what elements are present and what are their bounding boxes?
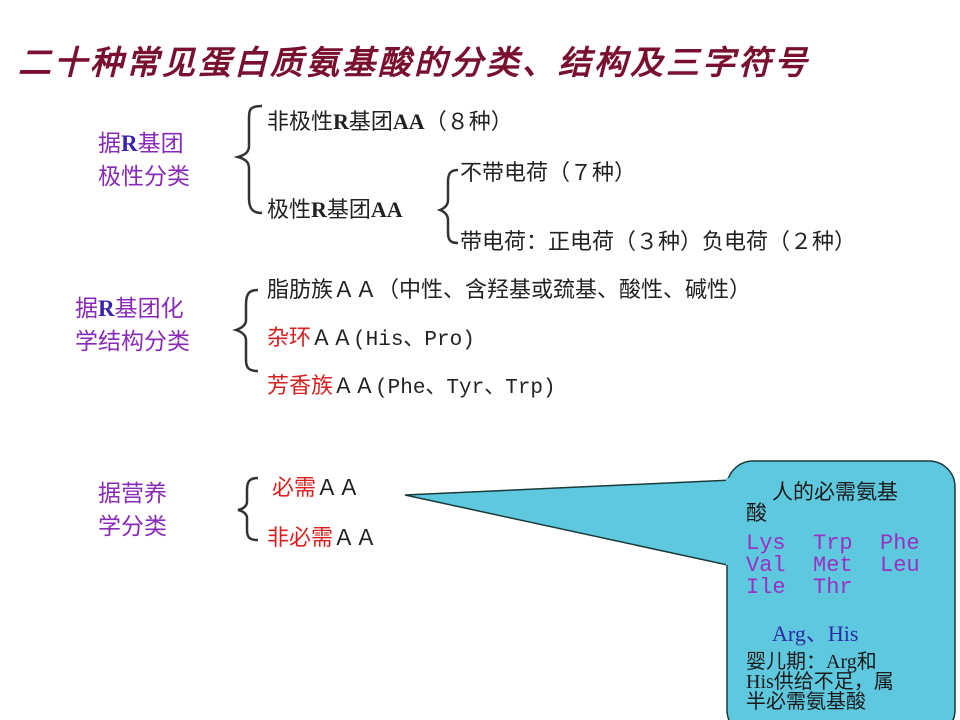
callout-heading-line2: 酸 — [746, 501, 767, 525]
aa-code: Ile — [746, 575, 786, 600]
aa-code: Trp — [813, 531, 853, 556]
category-polarity: 据R基团 极性分类 — [98, 131, 190, 190]
aa-code: Phe — [880, 531, 920, 556]
category-chemical-structure: 据R基团化 学结构分类 — [75, 296, 190, 355]
uncharged-item: 不带电荷（７种） — [460, 161, 637, 186]
aliphatic-item: 脂肪族ＡＡ（中性、含羟基或巯基、酸性、碱性） — [267, 278, 752, 303]
nonpolar-item: 非极性R基团AA（８种） — [267, 109, 513, 135]
polar-item: 极性R基团AA — [267, 197, 403, 223]
infant-note: 婴儿期：Arg和 His供给不足，属 半必需氨基酸 — [746, 651, 894, 713]
aa-code: Met — [813, 553, 853, 578]
essential-item: 必需ＡＡ — [272, 476, 361, 501]
essential-aa-grid: Lys Trp Phe Val Met Leu Ile Thr — [746, 533, 947, 599]
semi-essential-aa: Arg、His — [772, 621, 859, 646]
bracket-group2 — [232, 288, 259, 373]
heterocyclic-item: 杂环ＡＡ(His、Pro) — [267, 326, 475, 352]
aa-code: Lys — [746, 531, 786, 556]
aa-row: Lys Trp Phe — [746, 533, 947, 555]
callout-box — [726, 460, 956, 720]
category-nutrition: 据营养 学分类 — [98, 481, 167, 540]
aa-row: Ile Thr — [746, 577, 947, 599]
page-title: 二十种常见蛋白质氨基酸的分类、结构及三字符号 — [18, 43, 810, 82]
aa-code: Thr — [813, 575, 853, 600]
callout-pointer — [404, 479, 733, 567]
bracket-group3 — [237, 476, 259, 542]
aa-code: Leu — [880, 553, 920, 578]
aa-row: Val Met Leu — [746, 555, 947, 577]
bracket-group1 — [233, 104, 263, 215]
bracket-polar — [436, 168, 459, 245]
aa-code: Val — [746, 553, 786, 578]
nonessential-item: 非必需ＡＡ — [267, 526, 378, 551]
charged-item: 带电荷：正电荷（３种）负电荷（２种） — [460, 230, 857, 255]
callout-heading-line1: 人的必需氨基 — [772, 480, 898, 504]
aromatic-item: 芳香族ＡＡ(Phe、Tyr、Trp) — [267, 374, 556, 400]
